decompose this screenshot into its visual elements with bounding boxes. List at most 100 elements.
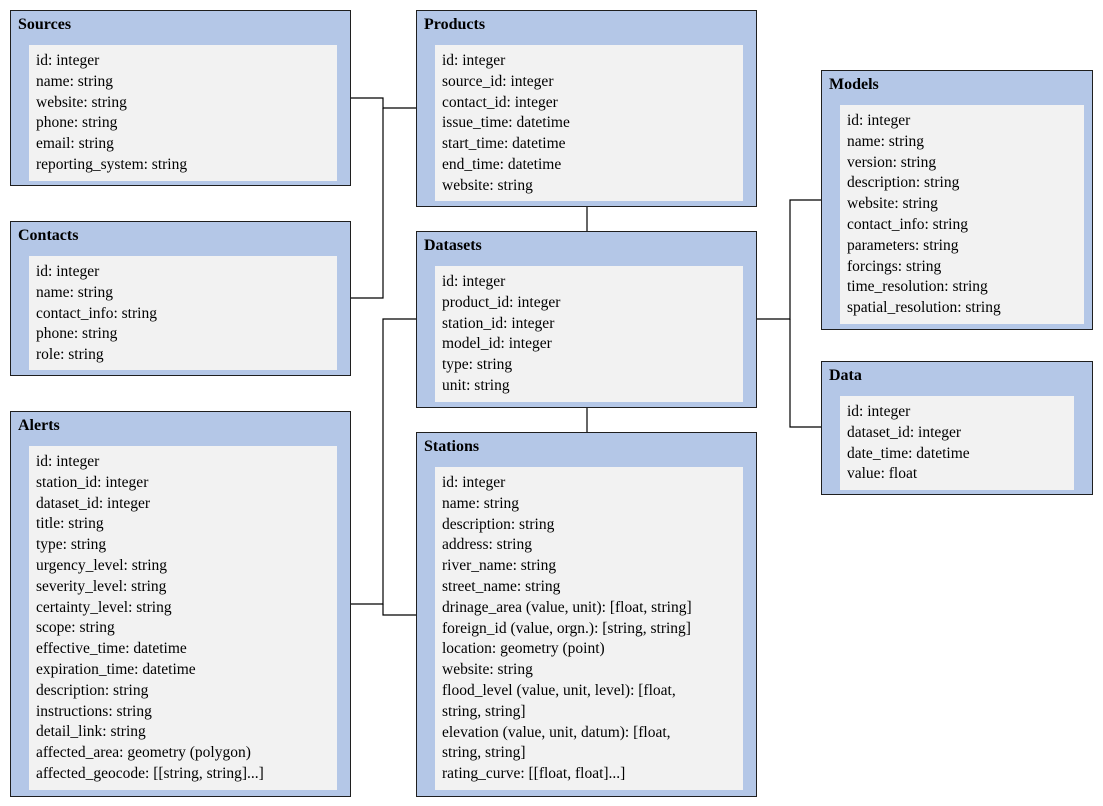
field: role: string <box>36 346 104 364</box>
field: foreign_id (value, orgn.): [string, stri… <box>442 619 691 637</box>
field-list: id: integer dataset_id: integer date_tim… <box>840 396 1074 490</box>
field: email: string <box>36 135 114 153</box>
field: date_time: datetime <box>847 444 970 462</box>
entity-contacts[interactable]: Contacts id: integer name: string contac… <box>10 221 351 376</box>
field: dataset_id: integer <box>36 494 151 512</box>
field: rating_curve: [[float, float]...] <box>442 765 626 783</box>
field: urgency_level: string <box>36 556 168 574</box>
field: affected_area: geometry (polygon) <box>36 744 251 762</box>
field: location: geometry (point) <box>442 640 605 658</box>
field: scope: string <box>36 619 115 637</box>
field: issue_time: datetime <box>442 114 570 132</box>
field: name: string <box>847 132 925 150</box>
field: dataset_id: integer <box>847 423 962 441</box>
field: forcings: string <box>847 257 942 275</box>
field-list: id: integer name: string version: string… <box>840 105 1084 324</box>
field: id: integer <box>442 52 506 69</box>
field: name: string <box>36 72 114 90</box>
field: id: integer <box>847 112 911 129</box>
field: description: string <box>442 515 555 533</box>
entity-title: Products <box>424 16 486 33</box>
field: spatial_resolution: string <box>847 299 1001 317</box>
field: model_id: integer <box>442 335 552 353</box>
field: type: string <box>442 356 513 374</box>
link-alerts-datasets <box>351 318 417 605</box>
field: severity_level: string <box>36 577 167 595</box>
field-list: id: integer name: string website: string… <box>29 45 337 181</box>
entity-alerts[interactable]: Alerts id: integer station_id: integer d… <box>10 411 351 797</box>
field: contact_id: integer <box>442 93 558 111</box>
entity-models[interactable]: Models id: integer name: string version:… <box>821 70 1093 330</box>
field: contact_info: string <box>847 215 968 233</box>
link-contacts-products <box>351 108 384 299</box>
field: street_name: string <box>442 577 561 595</box>
field: website: string <box>442 176 533 194</box>
entity-title: Models <box>829 76 879 93</box>
field: elevation (value, unit, datum): [float, <box>442 723 671 741</box>
entity-title: Alerts <box>18 417 60 434</box>
field: station_id: integer <box>36 473 149 491</box>
field: phone: string <box>36 114 118 132</box>
field: affected_geocode: [[string, string]...] <box>36 764 264 782</box>
field: title: string <box>36 515 104 533</box>
field: name: string <box>442 494 520 512</box>
field: type: string <box>36 536 107 554</box>
entity-data[interactable]: Data id: integer dataset_id: integer dat… <box>821 361 1093 495</box>
field: id: integer <box>36 453 100 470</box>
field: unit: string <box>442 376 510 394</box>
field-list: id: integer name: string contact_info: s… <box>29 256 337 370</box>
field: contact_info: string <box>36 304 157 322</box>
field: certainty_level: string <box>36 598 172 616</box>
entity-title: Datasets <box>424 237 482 254</box>
field: effective_time: datetime <box>36 640 187 658</box>
link-sources-products <box>351 97 417 109</box>
field: detail_link: string <box>36 723 146 741</box>
field: id: integer <box>847 403 911 420</box>
field: id: integer <box>442 273 506 290</box>
field: flood_level (value, unit, level): [float… <box>442 681 676 699</box>
field: parameters: string <box>847 236 959 254</box>
field: website: string <box>36 93 127 111</box>
entity-title: Contacts <box>18 227 79 244</box>
field: phone: string <box>36 325 118 343</box>
link-datasets-data <box>789 319 822 428</box>
field: expiration_time: datetime <box>36 660 196 678</box>
field: start_time: datetime <box>442 135 566 153</box>
entity-datasets[interactable]: Datasets id: integer product_id: integer… <box>416 231 757 408</box>
entity-sources[interactable]: Sources id: integer name: string website… <box>10 10 351 186</box>
field: string, string] <box>442 702 526 720</box>
field: instructions: string <box>36 702 152 720</box>
field: end_time: datetime <box>442 155 562 173</box>
entity-stations[interactable]: Stations id: integer name: string descri… <box>416 432 757 797</box>
field: river_name: string <box>442 557 557 575</box>
field: description: string <box>847 174 960 192</box>
field: reporting_system: string <box>36 155 188 173</box>
field-list: id: integer source_id: integer contact_i… <box>435 45 743 201</box>
field: drinage_area (value, unit): [float, stri… <box>442 598 692 616</box>
field-list: id: integer station_id: integer dataset_… <box>29 446 337 790</box>
field: name: string <box>36 283 114 301</box>
entity-title: Data <box>829 367 862 384</box>
entity-title: Stations <box>424 438 480 455</box>
field: time_resolution: string <box>847 278 988 296</box>
field: website: string <box>442 661 533 679</box>
field: id: integer <box>442 474 506 491</box>
field-list: id: integer name: string description: st… <box>435 467 743 790</box>
field: station_id: integer <box>442 314 555 332</box>
link-alerts-stations <box>382 604 417 616</box>
field: version: string <box>847 153 937 171</box>
field: product_id: integer <box>442 293 561 311</box>
field: string, string] <box>442 744 526 762</box>
link-datasets-models <box>757 199 822 320</box>
field: website: string <box>847 195 938 213</box>
field: id: integer <box>36 263 100 280</box>
entity-title: Sources <box>18 16 72 33</box>
entity-products[interactable]: Products id: integer source_id: integer … <box>416 10 757 207</box>
field: value: float <box>847 465 918 483</box>
field: address: string <box>442 536 532 554</box>
field: description: string <box>36 681 149 699</box>
field-list: id: integer product_id: integer station_… <box>435 266 743 402</box>
field: source_id: integer <box>442 72 554 90</box>
field: id: integer <box>36 52 100 69</box>
